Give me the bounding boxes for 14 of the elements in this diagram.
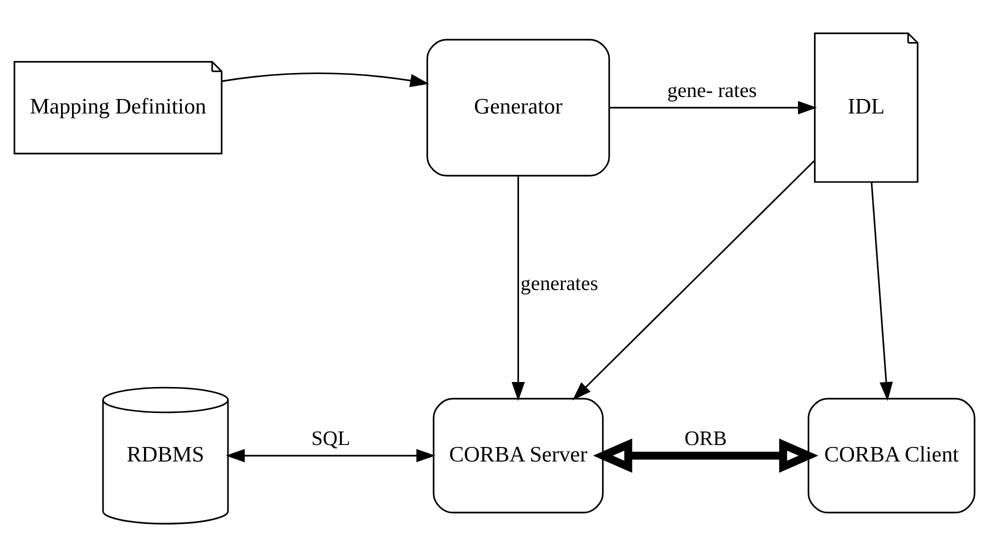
node-box: CORBA Client (808, 397, 976, 513)
arrow (512, 175, 525, 400)
edge-label: SQL (311, 428, 350, 450)
arrow (222, 72, 430, 87)
node-box: Generator (426, 38, 610, 176)
arrow (572, 160, 815, 400)
arrow (870, 182, 893, 400)
node-box: CORBA Server (432, 397, 604, 513)
arrow (609, 100, 817, 114)
edge-label: gene- rates (667, 80, 757, 102)
arrow (593, 438, 818, 472)
arrow (226, 448, 436, 462)
edge-label: ORB (684, 428, 727, 450)
edge-label: generates (520, 272, 598, 295)
